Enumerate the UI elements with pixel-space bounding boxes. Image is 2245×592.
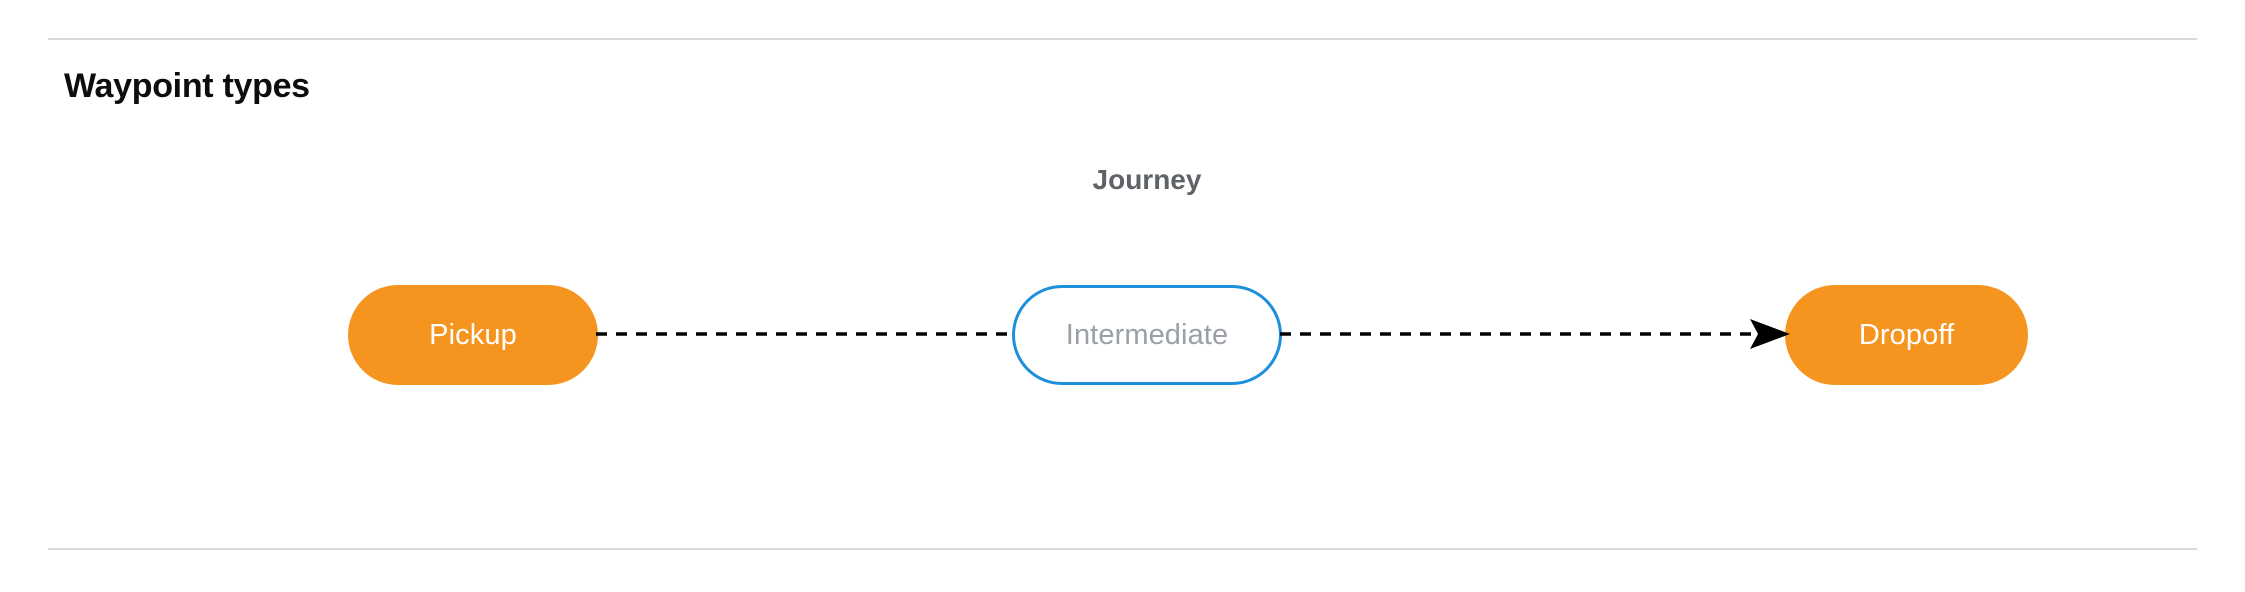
diagram-caption-journey: Journey (1092, 164, 1202, 195)
node-pickup: Pickup (348, 285, 598, 385)
arrowhead-icon (1750, 319, 1790, 349)
node-intermediate: Intermediate (1012, 285, 1282, 385)
node-intermediate-label: Intermediate (1065, 319, 1229, 351)
node-dropoff: Dropoff (1785, 285, 2028, 385)
connector-pickup-to-intermediate (596, 332, 1016, 336)
node-pickup-label: Pickup (429, 319, 517, 351)
section-divider-bottom (48, 548, 2197, 550)
node-dropoff-label: Dropoff (1858, 319, 1955, 351)
section-divider-top (48, 38, 2197, 40)
page-title: Waypoint types (64, 67, 310, 105)
connector-intermediate-to-dropoff (1280, 319, 1790, 349)
